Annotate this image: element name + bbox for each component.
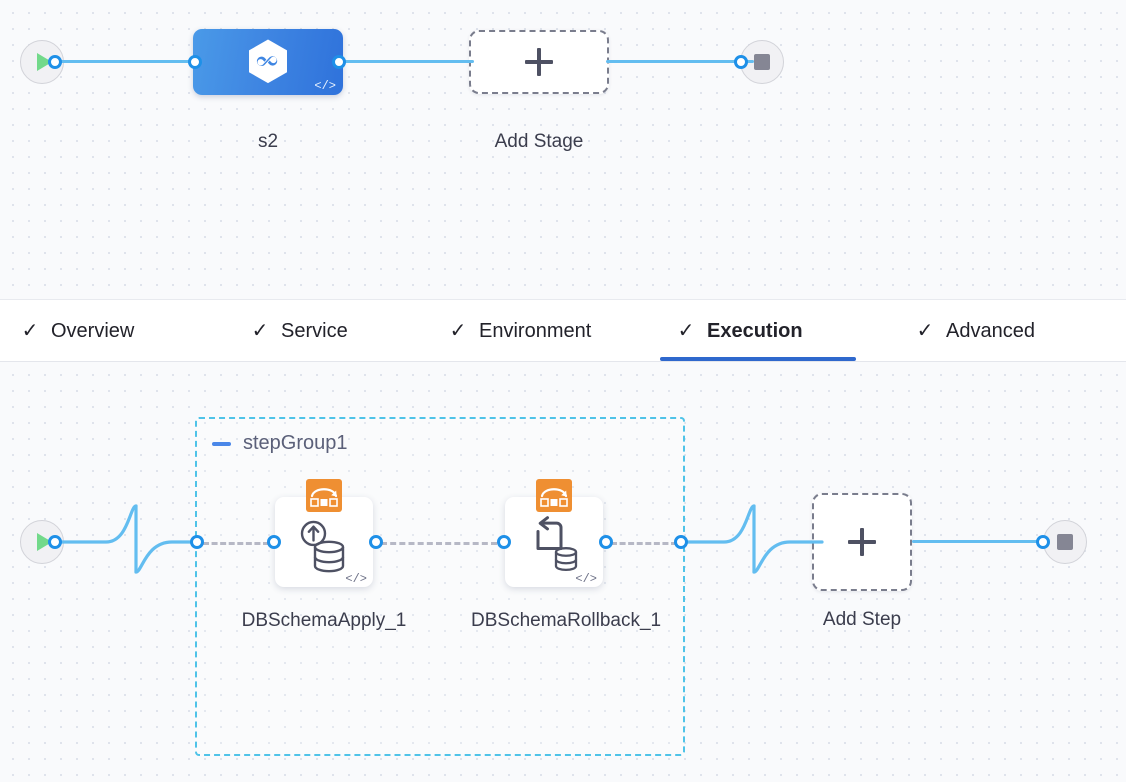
step2-output-port[interactable] [599, 535, 613, 549]
add-step-label: Add Step [822, 609, 902, 630]
stop-icon [1057, 534, 1073, 550]
step2-label: DBSchemaRollback_1 [471, 610, 662, 631]
execution-start-node[interactable] [20, 520, 64, 564]
step-node-DBSchemaApply[interactable]: </> [275, 479, 373, 587]
tab-overview-label: Overview [51, 319, 135, 342]
check-icon: ✓ [251, 320, 269, 342]
plus-icon [848, 528, 876, 556]
step-group-header[interactable]: stepGroup1 [212, 432, 348, 455]
link-stage-to-addstage [334, 60, 474, 63]
execution-end-port[interactable] [1036, 535, 1050, 549]
link-step1-to-step2 [381, 542, 497, 545]
minus-icon[interactable] [212, 441, 231, 446]
step2-input-port[interactable] [497, 535, 511, 549]
step1-label: DBSchemaApply_1 [241, 610, 407, 631]
stage-config-tabs: ✓ Overview ✓ Service ✓ Environment ✓ Exe… [0, 299, 1126, 362]
step2-code-badge-icon[interactable]: </> [575, 572, 597, 586]
execution-end-node[interactable] [1043, 520, 1087, 564]
link-step2-to-group-exit [611, 542, 677, 545]
link-group-entry-to-step1 [203, 542, 269, 545]
plus-icon [525, 48, 553, 76]
play-icon [36, 53, 52, 71]
link-addstep-to-end [912, 540, 1046, 543]
tab-environment[interactable]: ✓ Environment [448, 300, 592, 362]
connector-group-to-addstep [684, 504, 824, 574]
step1-input-port[interactable] [267, 535, 281, 549]
tab-execution[interactable]: ✓ Execution [676, 300, 803, 362]
link-start-to-stage [52, 60, 202, 63]
add-stage-label: Add Stage [494, 131, 584, 152]
rollback-group-orange-icon [536, 479, 572, 512]
tab-environment-label: Environment [479, 319, 592, 342]
execution-canvas[interactable]: stepGroup1 [0, 362, 1126, 782]
step1-output-port[interactable] [369, 535, 383, 549]
check-icon: ✓ [449, 320, 467, 342]
stage-node-label: s2 [257, 131, 279, 152]
rollback-group-orange-icon [306, 479, 342, 512]
check-icon: ✓ [916, 320, 934, 342]
step1-code-badge-icon[interactable]: </> [345, 572, 367, 586]
group-exit-port[interactable] [674, 535, 688, 549]
tab-advanced-label: Advanced [946, 319, 1035, 342]
link-addstage-to-end [606, 60, 754, 63]
add-step-button[interactable] [812, 493, 912, 591]
stage-code-badge-icon[interactable]: </> [314, 79, 336, 93]
stop-icon [754, 54, 770, 70]
pipeline-stage-canvas[interactable]: </> s2 Add Stage [0, 0, 1126, 299]
active-tab-underline [660, 357, 856, 361]
tab-service-label: Service [281, 319, 348, 342]
step-node-DBSchemaRollback[interactable]: </> [505, 479, 603, 587]
group-entry-port[interactable] [190, 535, 204, 549]
execution-start-port[interactable] [48, 535, 62, 549]
step-group-stepGroup1[interactable] [195, 417, 685, 756]
database-rollback-loop-icon [536, 516, 578, 572]
tab-execution-label: Execution [707, 319, 803, 342]
step-group-title: stepGroup1 [243, 432, 348, 454]
stage-input-port[interactable] [188, 55, 202, 69]
check-icon: ✓ [21, 320, 39, 342]
connector-start-to-group [54, 504, 204, 574]
tab-advanced[interactable]: ✓ Advanced [915, 300, 1035, 362]
harness-hexagon-infinity-icon [249, 39, 287, 84]
play-icon [36, 533, 52, 551]
stage-output-port[interactable] [332, 55, 346, 69]
add-stage-button[interactable] [469, 30, 609, 94]
database-apply-up-arrow-icon [300, 520, 345, 573]
tab-service[interactable]: ✓ Service [250, 300, 348, 362]
tab-overview[interactable]: ✓ Overview [20, 300, 135, 362]
stage-node-s2[interactable]: </> [193, 29, 343, 95]
stage-end-port[interactable] [734, 55, 748, 69]
check-icon: ✓ [677, 320, 695, 342]
stage-start-port[interactable] [48, 55, 62, 69]
